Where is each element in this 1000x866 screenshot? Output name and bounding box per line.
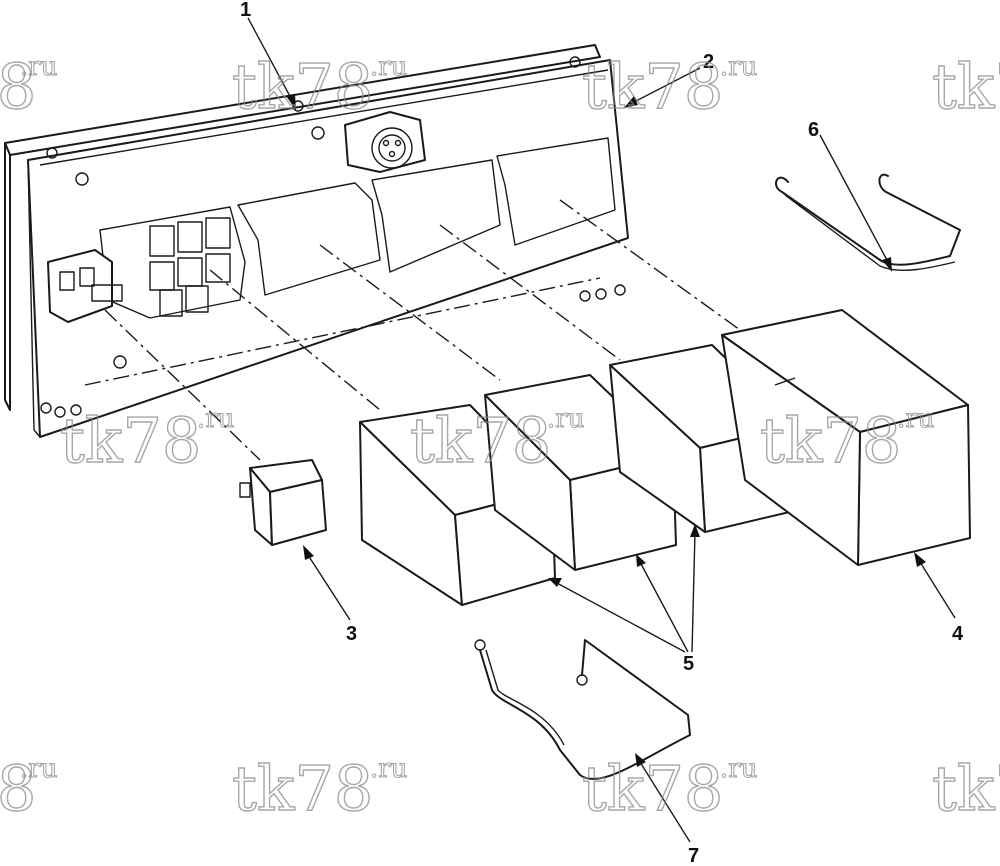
relay-mounting-panel (4, 44, 629, 438)
watermark-mid-center: tk78 (410, 404, 551, 477)
watermark-bottom-left-suffix: .ru (20, 754, 57, 784)
callout-5: 5 (683, 653, 694, 675)
watermark-top-right: tk78 (582, 50, 723, 123)
callout-3: 3 (346, 623, 357, 645)
callout-4: 4 (952, 623, 964, 645)
watermarks: tk78 .ru tk78 .ru tk78 .ru tk78 tk78 .ru… (0, 49, 1000, 825)
watermark-top-center: tk78 (232, 50, 373, 123)
callout-labels: 1 2 3 4 5 6 7 (240, 0, 964, 866)
watermark-top-left: tk78 (0, 50, 36, 123)
watermark-bottom-right-suffix: .ru (720, 754, 757, 784)
watermark-mid-right: tk78 (760, 404, 901, 477)
largest-relay (721, 309, 971, 566)
watermark-bottom-center: tk78 (232, 752, 373, 825)
watermark-top-far-right: tk78 (932, 50, 1000, 123)
leader-lines (247, 17, 956, 843)
watermark-bottom-center-suffix: .ru (370, 754, 407, 784)
watermark-bottom-far-right: tk78 (932, 752, 1000, 825)
callout-1: 1 (240, 0, 251, 21)
watermark-mid-center-suffix: .ru (547, 404, 584, 434)
watermark-top-center-suffix: .ru (370, 52, 407, 82)
watermark-mid-right-suffix: .ru (897, 404, 934, 434)
watermark-mid-left-suffix: .ru (197, 404, 234, 434)
watermark-mid-left: tk78 (60, 404, 201, 477)
wire-clip-lower (474, 639, 691, 780)
watermark-top-left-suffix: .ru (20, 52, 57, 82)
small-relay (239, 459, 327, 546)
watermark-bottom-right: tk78 (582, 752, 723, 825)
callout-2: 2 (703, 51, 714, 73)
callout-6: 6 (808, 119, 819, 141)
callout-7: 7 (688, 845, 699, 866)
wire-clip-upper (774, 173, 961, 271)
assembly-center-lines (84, 199, 741, 461)
watermark-bottom-left: tk78 (0, 752, 36, 825)
watermark-top-right-suffix: .ru (720, 52, 757, 82)
